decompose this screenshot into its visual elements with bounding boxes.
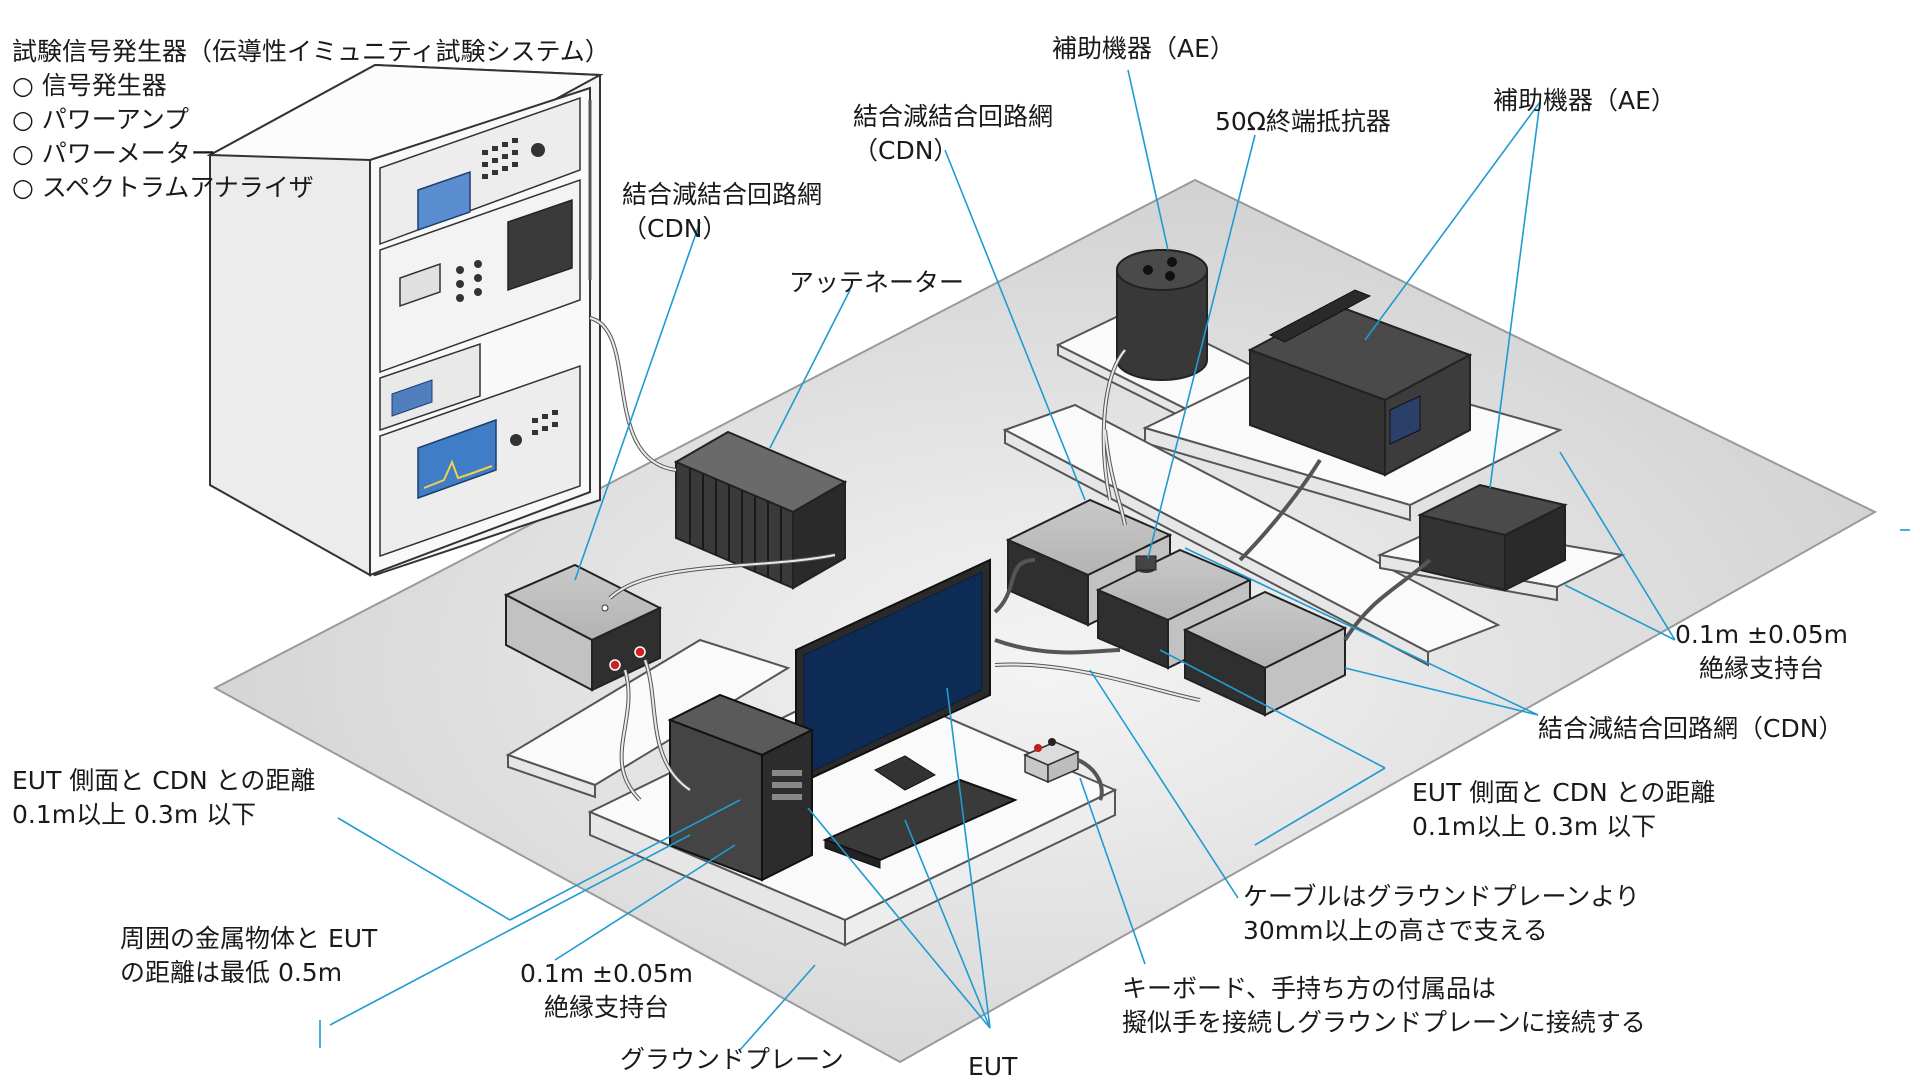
cdn-top-label: 結合減結合回路網 （CDN） (853, 102, 1054, 165)
attenuator (673, 430, 848, 590)
support-right-label: 0.1m ±0.05m 絶縁支持台 (1675, 620, 1849, 683)
support-bottom-label: 0.1m ±0.05m 絶縁支持台 (520, 959, 694, 1022)
ae-right-label: 補助機器（AE） (1493, 86, 1676, 115)
eut-label: EUT (968, 1052, 1018, 1081)
auxiliary-equipment-cylinder (1116, 249, 1208, 381)
keyboard-accessory-note: キーボード、手持ち方の付属品は 擬似手を接続しグラウンドプレーンに接続する (1122, 974, 1646, 1037)
eut-pc-tower (667, 693, 815, 882)
insulating-support-left-cdn (505, 638, 791, 799)
cdn-left-label: 結合減結合回路網 （CDN） (622, 180, 823, 243)
generator-item-spectrum-analyzer: ○ スペクトラムアナライザ (12, 173, 314, 202)
generator-label: 試験信号発生器（伝導性イミュニティ試験システム） ○ 信号発生器 ○ パワーアン… (12, 35, 610, 205)
auxiliary-equipment-box (1417, 483, 1568, 592)
artificial-hand-accessory (1023, 738, 1080, 784)
generator-item-signal-generator: ○ 信号発生器 (12, 71, 167, 100)
distance-right-label: EUT 側面と CDN との距離 0.1m以上 0.3m 以下 (1412, 778, 1716, 841)
amplifier-fan-grill (507, 198, 573, 292)
cdn-bottom-right-label: 結合減結合回路網（CDN） (1538, 714, 1844, 743)
cdn-center-3 (1182, 590, 1348, 717)
generator-title: 試験信号発生器（伝導性イミュニティ試験システム） (12, 37, 610, 66)
leader-lines (319, 69, 1910, 1051)
attenuator-label: アッテネーター (789, 268, 965, 297)
eut-keyboard (822, 778, 1018, 869)
terminator-label: 50Ω終端抵抗器 (1215, 107, 1391, 136)
insulating-support-cdn-row (1002, 403, 1501, 667)
auxiliary-equipment-printer (1247, 289, 1473, 477)
spectrum-analyzer-screen (417, 418, 497, 500)
generator-item-power-amplifier: ○ パワーアンプ (12, 105, 190, 134)
signal-generator-screen (417, 170, 471, 232)
ground-plane-label: グラウンドプレーン (620, 1045, 844, 1074)
cable-height-note: ケーブルはグラウンドプレーンより 30mm以上の高さで支える (1243, 882, 1640, 945)
ae-top-label: 補助機器（AE） (1052, 34, 1235, 63)
distance-left-label: EUT 側面と CDN との距離 0.1m以上 0.3m 以下 (12, 766, 316, 829)
cdn-left (503, 563, 663, 692)
generator-item-power-meter: ○ パワーメーター (12, 139, 216, 168)
equipment-rack (206, 63, 604, 577)
metal-distance-note: 周囲の金属物体と EUT の距離は最低 0.5m (120, 924, 378, 987)
eut-monitor (795, 558, 991, 791)
